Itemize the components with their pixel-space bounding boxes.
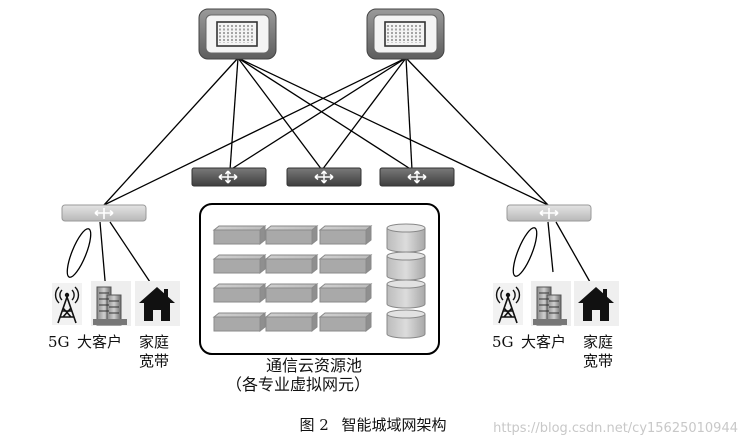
house-icon — [135, 281, 180, 326]
server-blade-icon — [318, 282, 373, 304]
watermark-url: https://blog.csdn.net/cy15625010944 — [493, 421, 738, 436]
server-blade-icon — [318, 311, 373, 333]
left-home-label-line2: 宽带 — [139, 352, 170, 370]
server-blade-icon — [318, 224, 373, 246]
pool-subtitle: （各专业虚拟网元） — [226, 375, 371, 394]
right-home-label-line2: 宽带 — [583, 352, 614, 370]
figure-caption: 图 2 智能城域网架构 — [0, 414, 746, 435]
left-big-customer-label: 大客户 — [77, 333, 123, 351]
house-icon — [574, 281, 619, 326]
server-blade-icon — [264, 253, 319, 275]
server-blade-icon — [212, 311, 267, 333]
left-home-label-line1: 家庭 — [139, 333, 170, 351]
storage-cylinder-icon — [386, 309, 426, 339]
left-5g-label: 5G — [48, 333, 70, 351]
server-blade-icon — [212, 224, 267, 246]
office-building-icon — [91, 281, 131, 326]
server-blade-icon — [212, 282, 267, 304]
right-big-customer-label: 大客户 — [521, 333, 567, 351]
core-router-right — [366, 8, 445, 60]
antenna-tower-icon — [52, 283, 82, 325]
storage-column — [386, 223, 426, 339]
right-5g-label: 5G — [492, 333, 514, 351]
server-blade-icon — [264, 311, 319, 333]
core-router-left — [198, 8, 277, 60]
storage-cylinder-icon — [386, 279, 426, 309]
server-blade-icon — [318, 253, 373, 275]
access-switch-right — [506, 204, 592, 222]
right-home-label-line1: 家庭 — [583, 333, 614, 351]
server-blade-icon — [264, 224, 319, 246]
figure-title: 智能城域网架构 — [341, 416, 447, 434]
storage-cylinder-icon — [386, 251, 426, 281]
aggregation-switch-2 — [286, 167, 362, 187]
aggregation-switch-1 — [191, 167, 267, 187]
pool-title: 通信云资源池 — [266, 356, 363, 375]
server-blade-icon — [212, 253, 267, 275]
figure-number: 图 2 — [299, 416, 329, 434]
wireless-link-left — [66, 228, 92, 278]
wireless-link-right — [512, 227, 538, 277]
antenna-tower-icon — [493, 283, 523, 325]
server-grid — [212, 224, 373, 333]
connection-lines — [99, 57, 591, 293]
aggregation-switch-3 — [379, 167, 455, 187]
access-switch-left — [61, 204, 147, 222]
server-blade-icon — [264, 282, 319, 304]
storage-cylinder-icon — [386, 223, 426, 253]
office-building-icon — [531, 281, 571, 326]
